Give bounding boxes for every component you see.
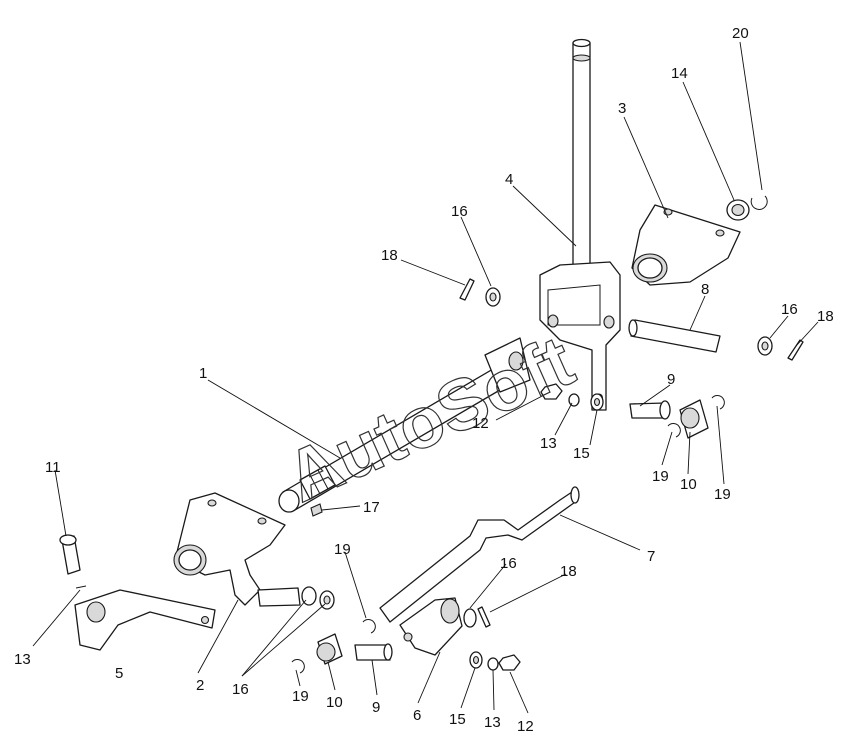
part-18-cotter-pin-lower [477,606,491,628]
part-6-lever [399,597,463,656]
callout-19: 19 [292,688,309,705]
part-1-main-shaft [278,337,531,513]
callout-labels: 20 14 3 4 16 18 8 16 18 1 9 12 13 15 19 … [14,25,834,735]
callout-19: 19 [714,486,731,503]
part-9-pin-lower [354,643,393,661]
watermark: AutoSoft [275,321,585,518]
part-11-bolt [59,534,81,575]
callout-16: 16 [781,301,798,318]
callout-3: 3 [618,100,626,117]
part-13-lockwasher-left [75,585,87,589]
callout-6: 6 [413,707,421,724]
callout-7: 7 [647,548,655,565]
callout-13: 13 [484,714,501,731]
part-12-nut-upper [540,383,563,400]
part-19-clip-left-upper [362,619,376,634]
callout-10: 10 [680,476,697,493]
part-15-washer-upper [590,393,604,411]
callout-9: 9 [667,371,675,388]
callout-19: 19 [334,541,351,558]
callout-1: 1 [199,365,207,382]
part-16-washer-right [757,336,773,356]
part-18-cotter-pin-right [787,339,804,361]
callout-13: 13 [540,435,557,452]
callout-11: 11 [45,459,61,476]
callout-20: 20 [732,25,749,42]
part-18-cotter-pin-upper [459,278,475,301]
part-16-washer-lower [463,608,477,628]
part-8-pin [628,319,721,353]
part-15-washer-lower [469,651,483,669]
callout-12: 12 [517,718,534,735]
leader-lines [32,41,819,714]
part-19-clip-lower [291,659,305,674]
part-10-bushing-lower [316,633,343,665]
callout-19: 19 [652,468,669,485]
callout-15: 15 [449,711,466,728]
part-5-lever [74,589,216,651]
callout-16: 16 [500,555,517,572]
callout-15: 15 [573,445,590,462]
callout-2: 2 [196,677,204,694]
callout-13: 13 [14,651,31,668]
part-2-left-bracket [173,492,301,607]
part-19-clip-upper-right [711,395,725,410]
callout-12: 12 [472,415,489,432]
part-19-clip-upper-left [667,423,681,438]
callout-14: 14 [671,65,688,82]
callout-8: 8 [701,281,709,298]
part-7-crank-rod [379,486,580,623]
callout-4: 4 [505,171,513,188]
callout-18: 18 [560,563,577,580]
callout-16: 16 [451,203,468,220]
callout-5: 5 [115,665,123,682]
part-9-pin-upper [629,400,671,420]
callout-10: 10 [326,694,343,711]
part-17-pin [310,503,323,517]
part-16-washers-left [301,586,335,610]
callout-16: 16 [232,681,249,698]
part-16-washer-upper [485,287,501,307]
part-4-shift-shaft [539,38,621,411]
callout-9: 9 [372,699,380,716]
callout-18: 18 [817,308,834,325]
part-3-right-bracket [631,204,741,286]
part-12-nut-lower [498,654,521,671]
callout-17: 17 [363,499,380,516]
part-20-snap-ring [750,195,768,210]
part-10-bushing-upper [679,399,709,439]
part-14-bushing [726,199,750,221]
callout-18: 18 [381,247,398,264]
part-13-lockwasher-lower [487,657,499,671]
